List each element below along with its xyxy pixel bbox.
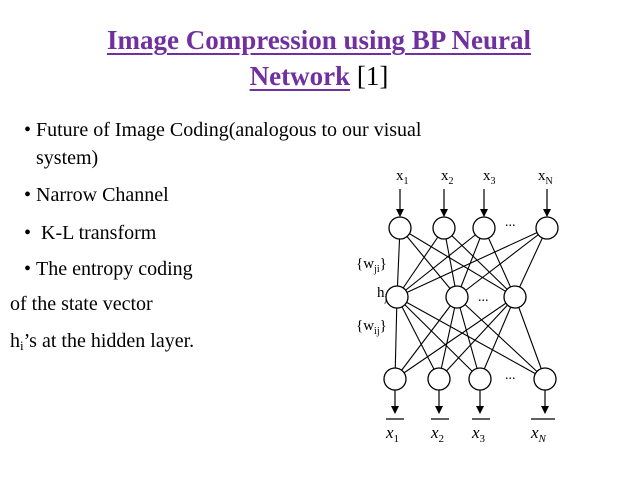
bullet-item: •	[24, 222, 32, 244]
input-ellipsis: ...	[505, 215, 516, 230]
connection-line	[514, 227, 548, 298]
input-node	[432, 216, 456, 240]
title-line-2: Network	[249, 61, 351, 91]
output-ellipsis: ...	[505, 368, 516, 383]
bullet-text: Future of Image Coding(analogous to our …	[36, 119, 422, 141]
hidden-node	[503, 285, 527, 309]
output-label-x3: x3	[471, 423, 486, 445]
bullet-text: The entropy coding	[36, 258, 193, 280]
bullet-text: Narrow Channel	[36, 184, 169, 206]
network-arrows	[391, 189, 551, 414]
plain-line: hi’s at the hidden layer.	[10, 330, 195, 353]
slide-title: Image Compression using BP Neural Networ…	[40, 22, 598, 94]
input-node	[535, 216, 559, 240]
connection-line	[396, 296, 440, 380]
title-reference: [1]	[356, 61, 389, 91]
input-label-x1: x1	[396, 168, 409, 187]
weights-label-top: {wji}	[356, 256, 387, 275]
connection-line	[443, 227, 516, 298]
weights-label-bottom: {wij}	[356, 318, 387, 337]
hidden-node	[385, 285, 409, 309]
bullet-text-continued: system)	[36, 147, 99, 169]
hidden-layer-label: hj	[377, 285, 387, 304]
connection-line	[443, 227, 458, 298]
bullet-item: •	[24, 258, 32, 280]
output-node	[468, 367, 492, 391]
connection-line	[399, 227, 458, 298]
output-label-xn: xN	[530, 423, 547, 445]
connection-line	[456, 296, 546, 380]
output-node	[533, 367, 557, 391]
connection-line	[399, 227, 516, 298]
bullet-text: K-L transform	[36, 222, 157, 244]
connection-line	[396, 227, 445, 298]
hidden-node	[445, 285, 469, 309]
output-label-x2: x2	[430, 423, 444, 445]
input-label-x3: x3	[483, 168, 496, 187]
connection-line	[394, 296, 516, 380]
network-connections	[394, 227, 548, 380]
title-line-1: Image Compression using BP Neural	[106, 25, 532, 55]
connection-line	[456, 227, 485, 298]
hidden-ellipsis: ...	[478, 290, 489, 305]
output-node	[427, 367, 451, 391]
connection-line	[438, 296, 458, 380]
connection-line	[396, 227, 485, 298]
connection-line	[514, 296, 546, 380]
connection-line	[394, 296, 398, 380]
input-node	[388, 216, 412, 240]
input-node	[472, 216, 496, 240]
bullet-item: •	[24, 184, 32, 206]
connection-line	[394, 296, 458, 380]
connection-line	[396, 296, 546, 380]
input-label-xn: xN	[538, 168, 553, 187]
input-label-x2: x2	[441, 168, 454, 187]
connection-line	[456, 227, 548, 298]
connection-line	[479, 296, 516, 380]
connection-line	[438, 296, 516, 380]
output-label-x1: x1	[385, 423, 399, 445]
connection-line	[456, 296, 481, 380]
network-nodes	[383, 216, 559, 391]
bullet-item: •	[24, 119, 32, 141]
neural-network-diagram: x1 x2 x3 xN ... ... ... {wji} hj {wij} x…	[356, 168, 559, 445]
connection-line	[396, 296, 481, 380]
connection-line	[483, 227, 516, 298]
plain-line: of the state vector	[10, 293, 153, 315]
connection-line	[396, 227, 548, 298]
output-node	[383, 367, 407, 391]
